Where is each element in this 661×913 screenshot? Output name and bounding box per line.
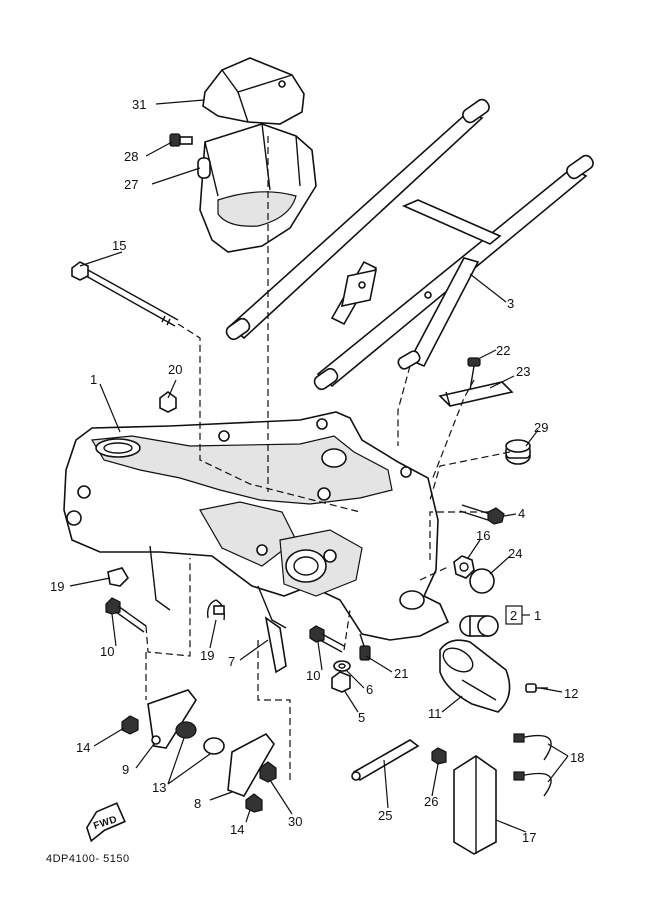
callout-4: 4: [518, 506, 525, 521]
leader-lines: [69, 99, 569, 833]
callout-26: 26: [424, 794, 438, 809]
callout-24: 24: [508, 546, 522, 561]
part-18-clamps: [513, 733, 552, 797]
part-7-bracket: [264, 616, 287, 674]
callout-19-b: 19: [200, 648, 214, 663]
fwd-arrow-icon: FWD: [86, 802, 126, 843]
callout-29: 29: [534, 420, 548, 435]
part-9-bracket: [147, 689, 197, 749]
callout-22: 22: [496, 343, 510, 358]
part-31-cover: [202, 57, 305, 125]
callout-16: 16: [476, 528, 490, 543]
part-13-spacers: [175, 721, 225, 755]
callout-27: 27: [124, 177, 138, 192]
part-10-bolt-a: [105, 597, 147, 633]
part-26-bolt: [431, 747, 447, 765]
part-24-cap: [469, 568, 495, 594]
callout-10-b: 10: [306, 668, 320, 683]
part-3-subframe: [225, 98, 594, 391]
part-19-clip-b: [206, 599, 226, 621]
callout-19-a: 19: [50, 579, 64, 594]
callout-20: 20: [168, 362, 182, 377]
callout-18: 18: [570, 750, 584, 765]
callout-13: 13: [152, 780, 166, 795]
callout-2: 2: [510, 608, 517, 623]
callout-7: 7: [228, 654, 235, 669]
part-1-main-frame: [63, 411, 450, 641]
part-30-bolt: [259, 761, 277, 783]
part-4-bolt: [459, 504, 505, 525]
callout-labels: 31 28 27 15 3 1 20 22 23 29 4 16 24 2 1 …: [50, 97, 584, 845]
callout-3: 3: [507, 296, 514, 311]
part-14-bolt-b: [245, 793, 263, 813]
callout-17: 17: [522, 830, 536, 845]
part-6-washer: [333, 660, 351, 672]
part-22-bolt: [467, 357, 481, 391]
callout-5: 5: [358, 710, 365, 725]
part-23-plate: [438, 381, 514, 407]
drawing-code: 4DP4100- 5150: [46, 853, 130, 865]
part-10-bolt-b: [309, 625, 345, 653]
part-28-bolt: [169, 133, 193, 147]
callout-31: 31: [132, 97, 146, 112]
part-25-rod: [351, 739, 420, 782]
part-12-bolt: [525, 683, 548, 693]
callout-6: 6: [366, 682, 373, 697]
part-20-nut: [159, 391, 177, 413]
callout-21: 21: [394, 666, 408, 681]
part-14-bolt-a: [121, 715, 139, 735]
callout-9: 9: [122, 762, 129, 777]
part-27-airbox: [197, 123, 317, 253]
assembly-lines: [145, 136, 511, 780]
callout-1: 1: [90, 372, 97, 387]
part-2-collar: [459, 615, 499, 637]
part-21-bolt: [359, 633, 371, 661]
callout-14-a: 14: [76, 740, 90, 755]
callout-23: 23: [516, 364, 530, 379]
part-5-nut: [331, 671, 351, 693]
callout-8: 8: [194, 796, 201, 811]
callout-30: 30: [288, 814, 302, 829]
callout-25: 25: [378, 808, 392, 823]
callout-14-b: 14: [230, 822, 244, 837]
callout-12: 12: [564, 686, 578, 701]
callout-11: 11: [428, 706, 442, 721]
part-11-intake-duct: [439, 639, 511, 713]
part-29-grommet: [505, 439, 531, 465]
callout-1-ref: 1: [534, 608, 541, 623]
part-8-bracket: [227, 732, 275, 797]
part-15-long-bolt: [71, 261, 179, 327]
part-19-clip-a: [107, 567, 130, 587]
callout-10-a: 10: [100, 644, 114, 659]
part-16-nut: [453, 555, 475, 579]
part-17-sleeve: [453, 755, 497, 855]
callout-15: 15: [112, 238, 126, 253]
callout-28: 28: [124, 149, 138, 164]
